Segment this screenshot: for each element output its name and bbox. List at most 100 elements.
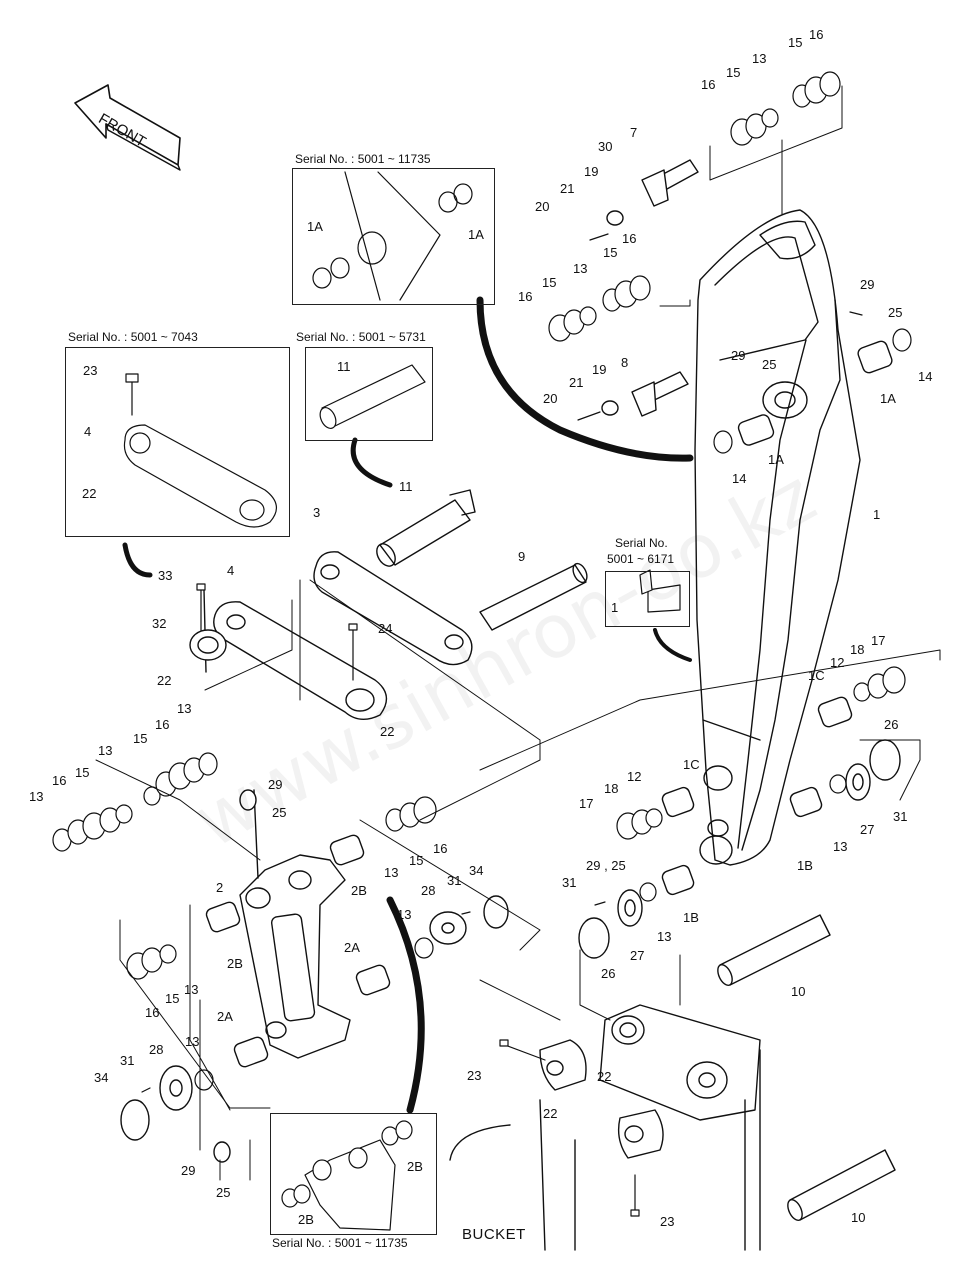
callout-19: 19 [592,362,607,377]
callout-30: 30 [598,139,613,154]
callout-16: 16 [52,773,67,788]
callout-16: 16 [809,27,824,42]
callout-13: 13 [29,789,44,804]
callout-26: 26 [601,966,616,981]
callout-1B: 1B [683,910,699,925]
callout-13: 13 [185,1034,200,1049]
callout-1: 1 [611,600,619,615]
callout-22: 22 [82,486,97,501]
inset-plate-art [639,569,681,613]
callout-28: 28 [149,1042,164,1057]
callout-20: 20 [543,391,558,406]
callout-13: 13 [384,865,399,880]
callout-13: 13 [98,743,113,758]
callout-2: 2 [216,880,224,895]
callout-16: 16 [145,1005,160,1020]
callout-4: 4 [84,424,92,439]
flanges-covers [120,739,901,1163]
callout-11: 11 [399,479,413,494]
callout-25: 25 [216,1185,231,1200]
callout-7: 7 [630,125,638,140]
callout-33: 33 [158,568,173,583]
bucket-assembly [449,1004,761,1251]
callout-1A: 1A [768,452,784,467]
callout-25: 25 [888,305,903,320]
front-arrow-icon [74,84,181,171]
callout-29-25: 29 , 25 [586,858,626,873]
callout-34: 34 [469,863,484,878]
callout-16: 16 [622,231,637,246]
callout-15: 15 [603,245,618,260]
callout-15: 15 [409,853,424,868]
inset-leader-curves [122,296,694,1114]
callout-15: 15 [788,35,803,50]
callout-15: 15 [75,765,90,780]
inset-box-pin [305,347,433,441]
callout-13: 13 [177,701,192,716]
callout-27: 27 [860,822,875,837]
callout-23: 23 [660,1214,675,1229]
callout-31: 31 [893,809,908,824]
inset-pin-art [319,364,426,429]
callout-17: 17 [579,796,594,811]
callout-31: 31 [120,1053,135,1068]
callout-27: 27 [630,948,645,963]
inset-title-bottom: Serial No. : 5001 ~ 11735 [272,1236,408,1250]
callout-9: 9 [518,549,526,564]
callout-18: 18 [604,781,619,796]
inset-box-top [292,168,495,305]
washer-stacks [52,71,912,1091]
callout-10: 10 [791,984,806,999]
callout-2B: 2B [407,1159,423,1174]
callout-2B: 2B [227,956,243,971]
callout-18: 18 [850,642,865,657]
callout-1A: 1A [307,219,323,234]
pins-7-8 [601,159,699,417]
callout-23: 23 [467,1068,482,1083]
callout-1A: 1A [468,227,484,242]
callout-1: 1 [873,507,881,522]
bolts [125,233,863,1217]
bushings [189,340,893,1068]
callout-19: 19 [584,164,599,179]
callout-29: 29 [268,777,283,792]
inset-title-plate-2: 5001 ~ 6171 [607,552,675,566]
pin-11 [376,489,476,567]
callout-25: 25 [762,357,777,372]
callout-2A: 2A [344,940,360,955]
inset-box-bottom [270,1113,437,1235]
callout-32: 32 [152,616,167,631]
callout-20: 20 [535,199,550,214]
callout-21: 21 [560,181,575,196]
pin-9 [479,562,588,631]
callout-29: 29 [731,348,746,363]
link-arm-3 [313,551,473,666]
inset-top-art [312,171,473,301]
callout-11: 11 [337,359,351,374]
callout-4: 4 [227,563,235,578]
callout-31: 31 [447,873,462,888]
callout-15: 15 [165,991,180,1006]
callout-28: 28 [421,883,436,898]
callout-16: 16 [155,717,170,732]
callout-12: 12 [830,655,845,670]
callout-22: 22 [157,673,172,688]
inset-box-link [65,347,290,537]
callout-16: 16 [518,289,533,304]
callout-13: 13 [573,261,588,276]
callout-13: 13 [657,929,672,944]
callout-22: 22 [543,1106,558,1121]
callout-21: 21 [569,375,584,390]
callout-2B: 2B [351,883,367,898]
callout-13: 13 [184,982,199,997]
callout-13: 13 [833,839,848,854]
callout-14: 14 [732,471,747,486]
callout-29: 29 [181,1163,196,1178]
callout-13: 13 [397,907,412,922]
exploded-guide-lines [95,85,941,1181]
callout-12: 12 [627,769,642,784]
boom-body [694,209,861,866]
callout-25: 25 [272,805,287,820]
callout-23: 23 [83,363,98,378]
